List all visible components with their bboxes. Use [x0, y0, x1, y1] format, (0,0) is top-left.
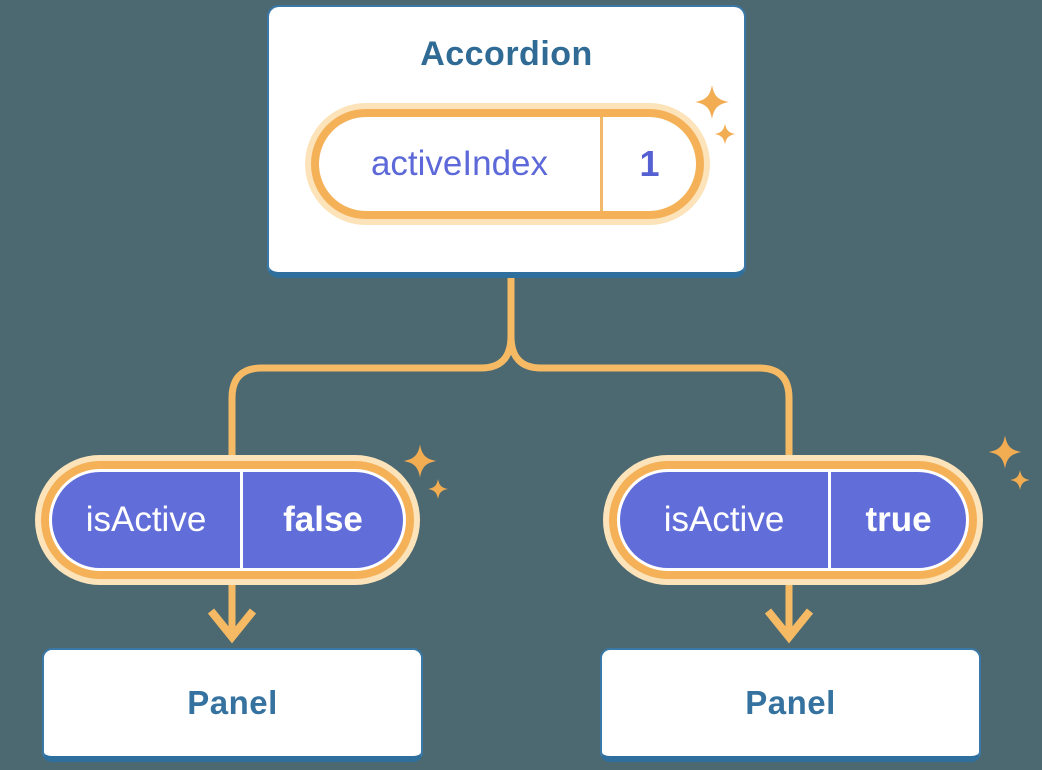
prop-value: false	[243, 472, 403, 568]
pill-ring: isActive false	[41, 461, 414, 579]
prop-pill-isactive-false: isActive false	[35, 455, 420, 585]
state-value: 1	[639, 143, 660, 184]
state-label: activeIndex	[370, 144, 549, 183]
prop-pill-isactive-true: isActive true	[603, 455, 983, 585]
arrowhead-right-icon	[764, 608, 814, 644]
prop-value: true	[831, 472, 966, 568]
pill-glow: isActive true	[603, 455, 983, 585]
accordion-card: Accordion activeIndex 1	[267, 5, 746, 278]
pill-glow: isActive false	[35, 455, 420, 585]
panel-title: Panel	[187, 684, 278, 721]
sparkle-icon	[428, 479, 448, 499]
pill-body: isActive false	[49, 469, 406, 571]
panel-title: Panel	[745, 684, 836, 721]
sparkle-icon	[988, 435, 1022, 469]
state-pill-activeindex: activeIndex 1	[305, 103, 710, 225]
accordion-title: Accordion	[420, 35, 593, 73]
pill-body: isActive true	[617, 469, 969, 571]
prop-label: isActive	[620, 472, 828, 568]
pill-ring: isActive true	[609, 461, 977, 579]
sparkle-icon	[403, 444, 437, 478]
prop-label: isActive	[52, 472, 240, 568]
pill-ring: activeIndex 1	[311, 109, 704, 219]
panel-card-left: Panel	[42, 648, 423, 762]
pill-glow: activeIndex 1	[305, 103, 710, 225]
pill-body: activeIndex 1	[319, 117, 696, 211]
arrowhead-left-icon	[207, 608, 257, 644]
panel-card-right: Panel	[600, 648, 981, 762]
pill-divider	[600, 117, 603, 211]
sparkle-icon	[1010, 470, 1030, 490]
